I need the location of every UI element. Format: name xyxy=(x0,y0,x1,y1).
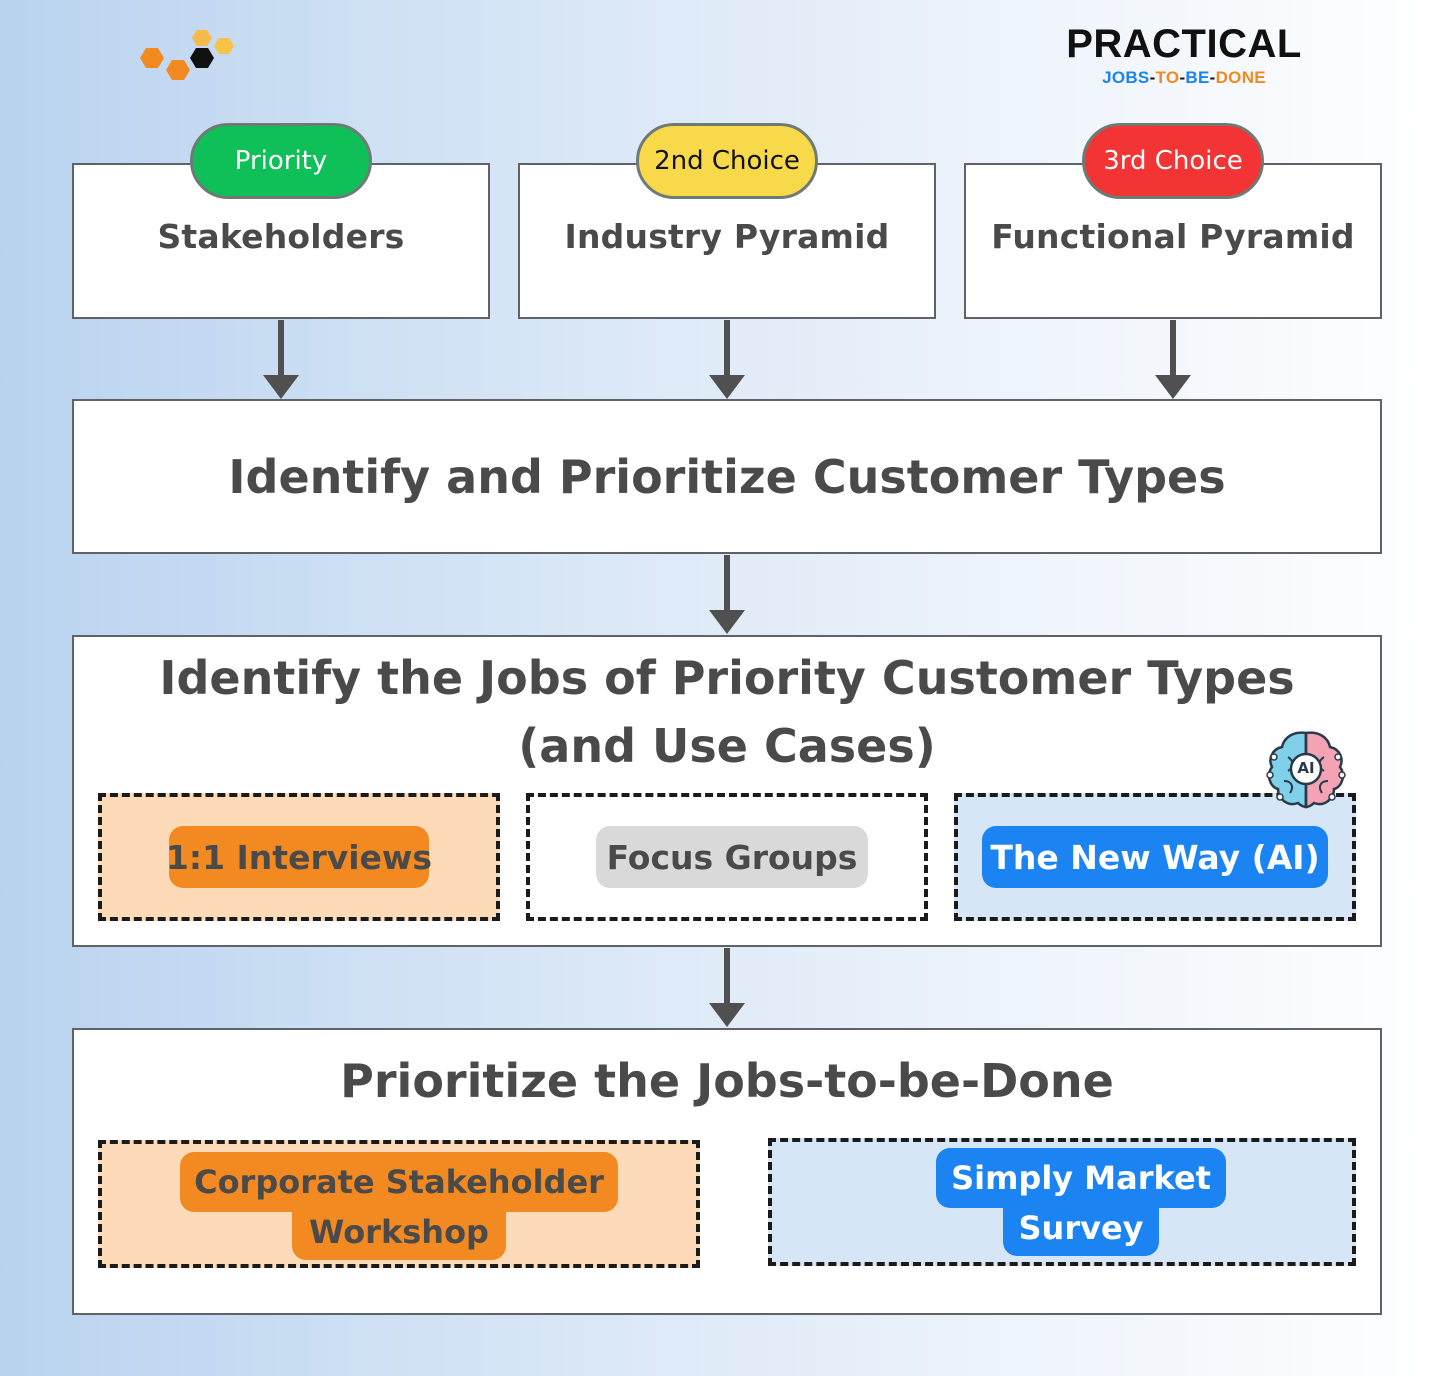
arrow-functional-shaft xyxy=(1170,320,1176,376)
identify-customer-types-title: Identify and Prioritize Customer Types xyxy=(228,449,1226,504)
identify-customer-types-box: Identify and Prioritize Customer Types xyxy=(72,399,1382,554)
ai-brain-icon: AI xyxy=(1264,727,1348,811)
workshop-tag-line2: Workshop xyxy=(292,1204,506,1260)
industry-pyramid-title: Industry Pyramid xyxy=(564,217,890,256)
arrow-step1-shaft xyxy=(724,555,730,611)
arrow-functional-head xyxy=(1155,375,1191,399)
industry-pyramid-box: Industry Pyramid xyxy=(518,163,936,319)
second-choice-badge: 2nd Choice xyxy=(636,123,818,199)
prioritize-jobs-title: Prioritize the Jobs-to-be-Done xyxy=(340,1054,1114,1108)
arrow-step2-shaft xyxy=(724,948,730,1004)
survey-tag-line1: Simply Market xyxy=(936,1148,1226,1208)
identify-jobs-title-line1: Identify the Jobs of Priority Customer T… xyxy=(159,651,1295,705)
brand-title: PRACTICAL xyxy=(1066,22,1302,66)
focus-groups-tag: Focus Groups xyxy=(596,826,868,888)
brand-sub-dash2: - xyxy=(1179,68,1186,87)
stakeholders-title: Stakeholders xyxy=(157,217,405,256)
functional-pyramid-title: Functional Pyramid xyxy=(991,217,1355,256)
third-choice-badge: 3rd Choice xyxy=(1082,123,1264,199)
brand-sub-done: DONE xyxy=(1215,68,1266,87)
brand-subtitle: JOBS-TO-BE-DONE xyxy=(1066,68,1302,88)
arrow-stakeholders-head xyxy=(263,375,299,399)
brand-sub-dash3: - xyxy=(1209,68,1216,87)
identify-jobs-title-line2: (and Use Cases) xyxy=(518,719,936,773)
brand-sub-jobs: JOBS xyxy=(1102,68,1150,87)
workshop-tag-line1: Corporate Stakeholder xyxy=(180,1152,618,1212)
brand-sub-to: TO xyxy=(1155,68,1180,87)
arrow-step1-head xyxy=(709,610,745,634)
ai-brain-label: AI xyxy=(1297,759,1315,777)
arrow-industry-shaft xyxy=(724,320,730,376)
ai-way-tag: The New Way (AI) xyxy=(982,826,1328,888)
arrow-stakeholders-shaft xyxy=(278,320,284,376)
priority-badge: Priority xyxy=(190,123,372,199)
brand-sub-dash1: - xyxy=(1149,68,1156,87)
brand-sub-be: BE xyxy=(1185,68,1210,87)
logo-hexagons-icon xyxy=(140,30,234,80)
interviews-tag: 1:1 Interviews xyxy=(166,826,432,888)
arrow-industry-head xyxy=(709,375,745,399)
arrow-step2-head xyxy=(709,1003,745,1027)
survey-tag-line2: Survey xyxy=(1003,1200,1159,1256)
